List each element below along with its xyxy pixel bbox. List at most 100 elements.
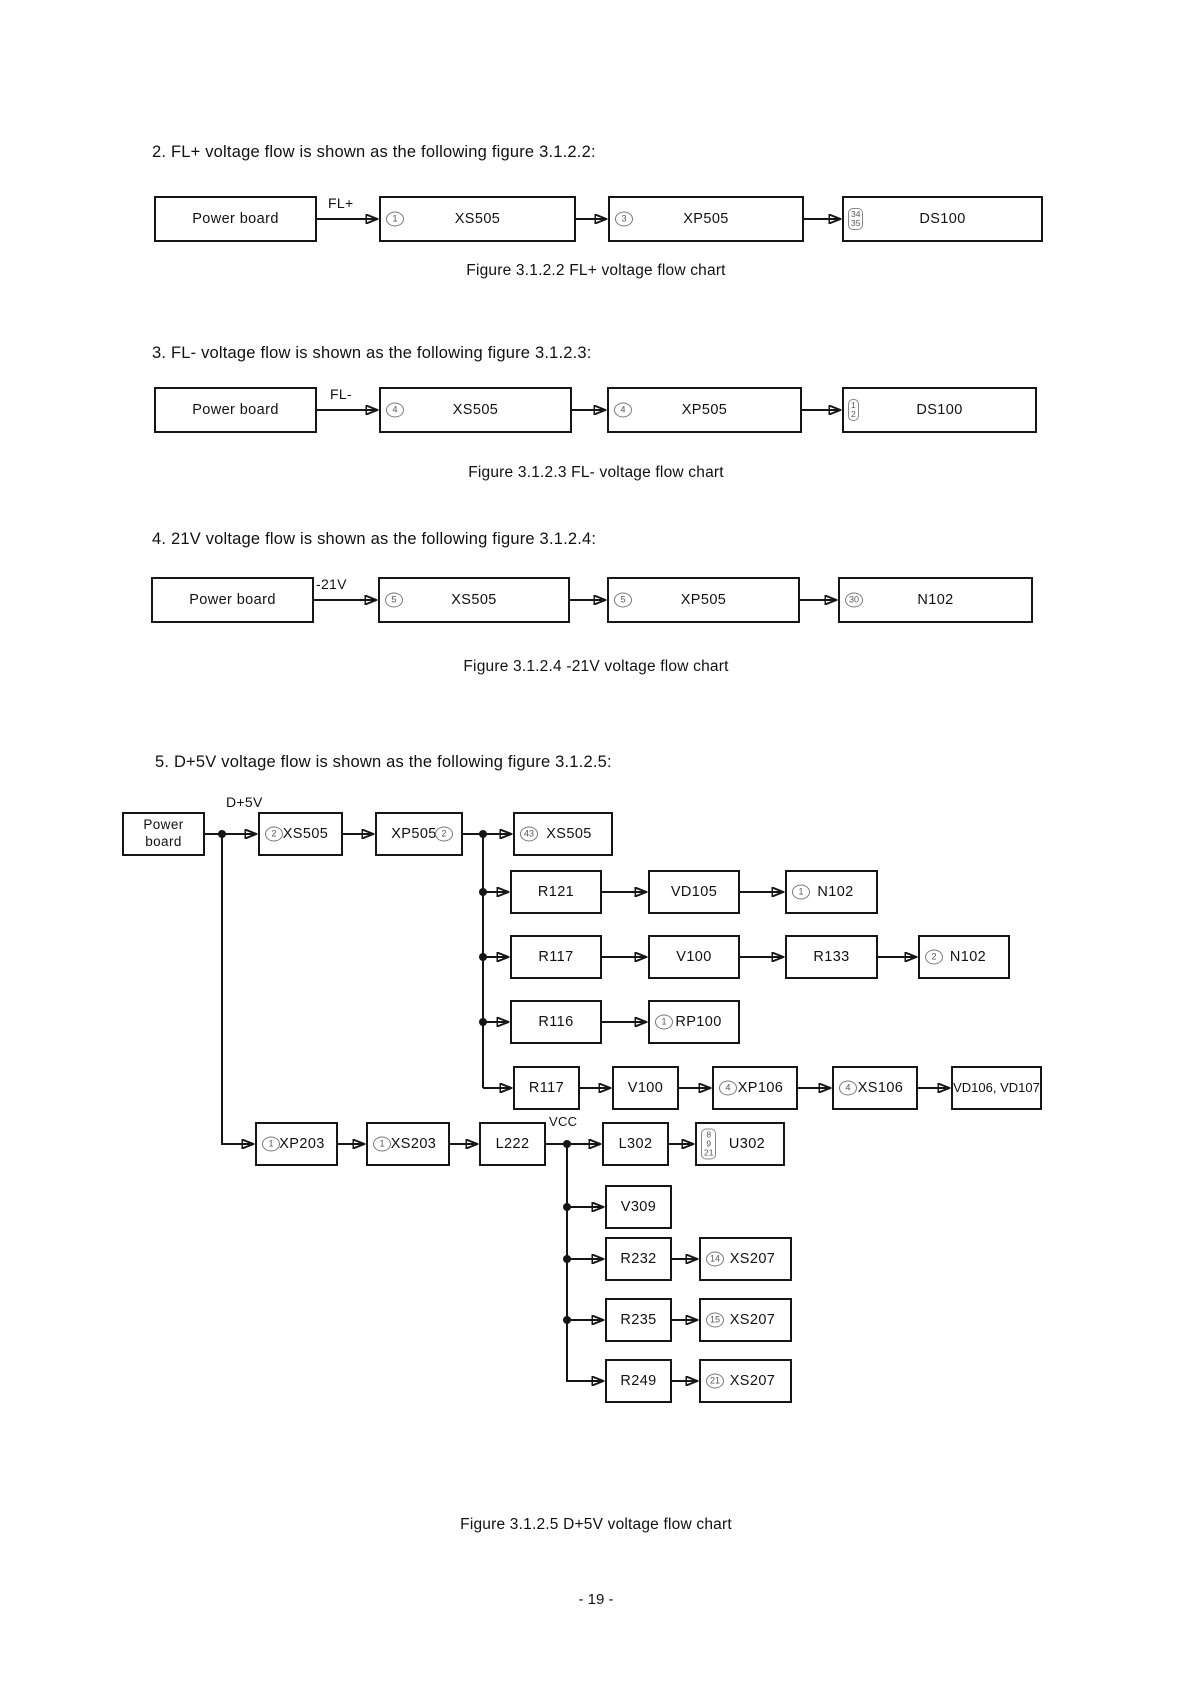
wire-label-minus-21v: -21V [316,576,347,592]
pin-number: 9 [706,1138,712,1149]
node-xs505: 5 XS505 [378,577,570,623]
pin-stack: 34 35 [848,208,864,230]
node-label: XP505 [683,210,729,227]
node-label: R249 [620,1372,657,1389]
node-label: R116 [538,1013,574,1030]
node-xp106: 4 XP106 [712,1066,798,1110]
node-xp505: 4 XP505 [607,387,802,433]
pin-number: 1 [262,1136,280,1152]
wire-label-d-plus-5v: D+5V [226,794,263,810]
node-xs505: 43 XS505 [513,812,613,856]
node-label: XS505 [546,825,592,842]
node-vd105: VD105 [648,870,740,914]
node-rp100: 1 RP100 [648,1000,740,1044]
node-n102: 1 N102 [785,870,878,914]
node-vd106-vd107: VD106, VD107 [951,1066,1042,1110]
pin-number: 5 [385,592,403,608]
node-r232: R232 [605,1237,672,1281]
pin-number: 1 [386,211,404,227]
node-r235: R235 [605,1298,672,1342]
node-ds100: 1 2 DS100 [842,387,1037,433]
node-xs207: 21 XS207 [699,1359,792,1403]
node-xp505: XP505 2 [375,812,463,856]
pin-stack: 1 2 [848,399,859,421]
pin-number: 4 [614,402,632,418]
node-label: XS505 [451,591,497,608]
node-label: R121 [537,883,575,900]
node-label: R117 [528,1079,565,1096]
pin-number: 35 [851,218,861,228]
node-xs505: 2 XS505 [258,812,343,856]
node-power-board: Power board [151,577,314,623]
node-xp505: 3 XP505 [608,196,804,242]
node-label: V100 [627,1079,664,1096]
pin-number: 4 [386,402,404,418]
node-label: R133 [813,948,850,965]
node-xs505: 1 XS505 [379,196,576,242]
node-r117: R117 [513,1066,580,1110]
node-label: XS505 [282,825,329,842]
node-v100: V100 [612,1066,679,1110]
node-xp505: 5 XP505 [607,577,800,623]
section-4-heading: 4. 21V voltage flow is shown as the foll… [152,530,597,548]
node-power-board: Power board [154,196,317,242]
pin-number: 2 [851,409,856,419]
node-xp203: 1 XP203 [255,1122,338,1166]
node-label: U302 [728,1135,766,1152]
pin-number: 34 [851,209,861,219]
node-label: Power board [192,210,279,227]
pin-number: 8 [706,1129,712,1140]
pin-number: 14 [706,1251,724,1267]
node-label: L222 [495,1135,530,1152]
pin-number: 1 [655,1014,673,1030]
section-5-heading: 5. D+5V voltage flow is shown as the fol… [155,753,612,771]
node-label: Power board [189,591,276,608]
node-label: R117 [538,948,574,965]
node-label: VD106, VD107 [953,1079,1040,1095]
pin-number: 1 [373,1136,391,1152]
node-l302: L302 [602,1122,669,1166]
node-v309: V309 [605,1185,672,1229]
node-power-board: Power board [154,387,317,433]
pin-number: 2 [265,826,283,842]
wire-label-vcc: VCC [549,1114,578,1129]
node-label: XP505 [680,591,727,608]
section-3-heading: 3. FL- voltage flow is shown as the foll… [152,344,592,362]
pin-number: 2 [925,949,943,965]
node-label: XS505 [454,210,501,227]
node-label: N102 [817,883,854,900]
pin-number: 3 [615,211,633,227]
node-r133: R133 [785,935,878,979]
node-label: VD105 [670,883,718,900]
node-label: RP100 [675,1013,722,1030]
node-u302: 8 9 21 U302 [695,1122,785,1166]
figure-5-caption: Figure 3.1.2.5 D+5V voltage flow chart [460,1516,732,1533]
figure-3-caption: Figure 3.1.2.3 FL- voltage flow chart [468,464,724,481]
wire-label-fl-minus: FL- [330,386,352,402]
pin-number: 2 [435,826,453,842]
node-label: Power board [143,817,184,849]
node-label: DS100 [916,401,963,418]
pin-number: 1 [792,884,810,900]
node-l222: L222 [479,1122,546,1166]
node-r121: R121 [510,870,602,914]
node-r117: R117 [510,935,602,979]
pin-number: 21 [706,1373,724,1389]
node-label: R232 [620,1250,657,1267]
pin-number: 21 [704,1147,714,1158]
pin-number: 5 [614,592,632,608]
node-power-board: Power board [122,812,205,856]
node-xs106: 4 XS106 [832,1066,918,1110]
node-label: XS207 [729,1311,776,1328]
node-label: N102 [917,591,954,608]
pin-number: 1 [851,400,856,410]
pin-number: 15 [706,1312,724,1328]
node-label: XS207 [729,1250,776,1267]
figure-4-caption: Figure 3.1.2.4 -21V voltage flow chart [463,658,729,675]
node-xs207: 15 XS207 [699,1298,792,1342]
node-label: XS505 [452,401,499,418]
node-label: XP203 [279,1135,325,1152]
node-label: L302 [618,1135,653,1152]
node-label: Power board [192,401,279,418]
